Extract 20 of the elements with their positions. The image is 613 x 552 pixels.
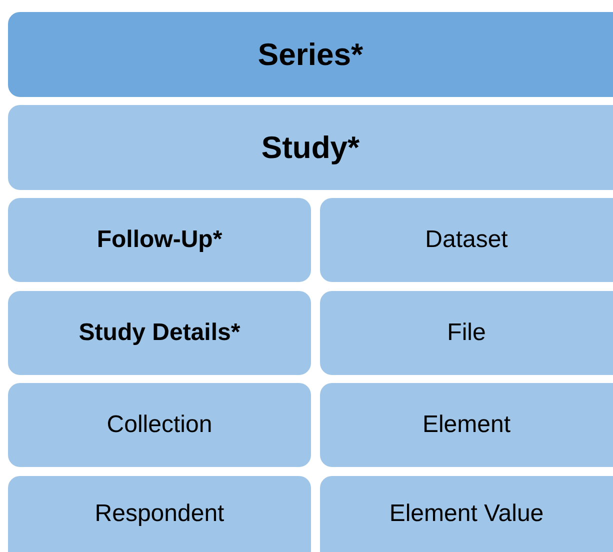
entity-box: [320, 198, 613, 282]
entity-label: File: [447, 319, 486, 347]
entity-box: [320, 291, 613, 375]
series-band: [8, 12, 613, 97]
entity-box: [320, 476, 613, 552]
entity-label: Respondent: [94, 500, 224, 528]
entity-box: [8, 476, 311, 552]
entity-label: Element Value: [389, 500, 544, 528]
entity-label: Collection: [106, 411, 212, 439]
entity-label: Follow-Up*: [96, 226, 222, 254]
entity-label: Series*: [258, 36, 364, 72]
entity-label: Study Details*: [78, 319, 240, 347]
study-band: [8, 105, 613, 190]
entity-label: Dataset: [425, 226, 508, 254]
entity-box: [8, 291, 311, 375]
entity-box: [8, 383, 311, 467]
entity-box: [320, 383, 613, 467]
entity-box: [8, 198, 311, 282]
entity-label: Study*: [261, 130, 360, 166]
entity-label: Element: [422, 411, 511, 439]
